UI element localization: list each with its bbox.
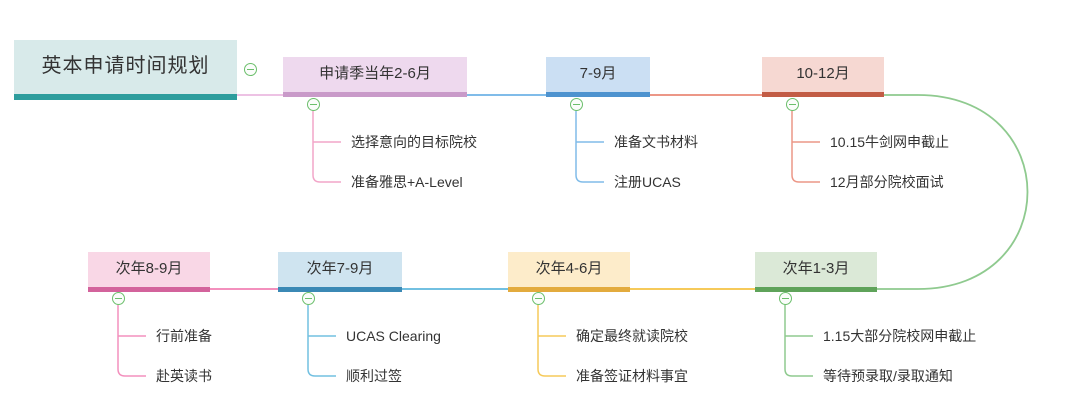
minus-bar [572,103,580,105]
topic-label: 次年4-6月 [535,260,603,277]
child-topic[interactable]: 准备雅思+A-Level [351,174,463,190]
minus-bar [246,68,254,70]
child-branch-line [784,305,813,377]
child-branch-line [307,305,336,377]
child-topic[interactable]: 准备文书材料 [614,134,698,150]
child-branch-line [537,305,566,377]
topic-label: 次年1-3月 [782,260,850,277]
topic-node[interactable]: 7-9月 [546,57,650,97]
child-topic[interactable]: 12月部分院校面试 [830,174,944,190]
child-topic[interactable]: 选择意向的目标院校 [351,134,477,150]
topic-node[interactable]: 10-12月 [762,57,884,97]
minus-bar [788,103,796,105]
timeline-wrap-curve [877,94,1029,290]
minus-bar [309,103,317,105]
child-topic[interactable]: UCAS Clearing [346,328,441,344]
root-topic-label: 英本申请时间规划 [41,55,210,77]
topic-node[interactable]: 次年4-6月 [508,252,630,292]
topic-collapse-minus-icon[interactable] [785,97,799,111]
topic-collapse-minus-icon[interactable] [111,291,125,305]
topic-collapse-minus-icon[interactable] [531,291,545,305]
child-topic[interactable]: 注册UCAS [614,174,681,190]
topic-collapse-minus-icon[interactable] [778,291,792,305]
topic-node[interactable]: 次年1-3月 [755,252,877,292]
child-topic[interactable]: 10.15牛剑网申截止 [830,134,950,150]
topic-collapse-minus-icon[interactable] [306,97,320,111]
minus-bar [114,297,122,299]
minus-bar [304,297,312,299]
topic-node[interactable]: 次年8-9月 [88,252,210,292]
child-topic[interactable]: 确定最终就读院校 [576,328,688,344]
topic-label: 申请季当年2-6月 [319,65,431,82]
child-topic[interactable]: 行前准备 [156,328,212,344]
child-branch-line [117,305,146,377]
child-topic[interactable]: 赴英读书 [156,368,212,384]
minus-bar [534,297,542,299]
child-topic[interactable]: 准备签证材料事宜 [576,368,688,384]
topic-label: 10-12月 [796,65,850,82]
root-collapse-minus-icon[interactable] [243,62,257,76]
topic-label: 次年8-9月 [115,260,183,277]
child-branch-line [312,111,341,183]
topic-label: 7-9月 [579,65,617,82]
minus-bar [781,297,789,299]
topic-collapse-minus-icon[interactable] [569,97,583,111]
child-topic[interactable]: 1.15大部分院校网申截止 [823,328,977,344]
topic-collapse-minus-icon[interactable] [301,291,315,305]
topic-label: 次年7-9月 [306,260,374,277]
topic-node[interactable]: 申请季当年2-6月 [283,57,467,97]
child-branch-line [575,111,604,183]
child-topic[interactable]: 等待预录取/录取通知 [823,368,953,384]
child-branch-line [791,111,820,183]
child-topic[interactable]: 顺利过签 [346,368,402,384]
topic-node[interactable]: 次年7-9月 [278,252,402,292]
root-topic[interactable]: 英本申请时间规划 [14,40,237,100]
